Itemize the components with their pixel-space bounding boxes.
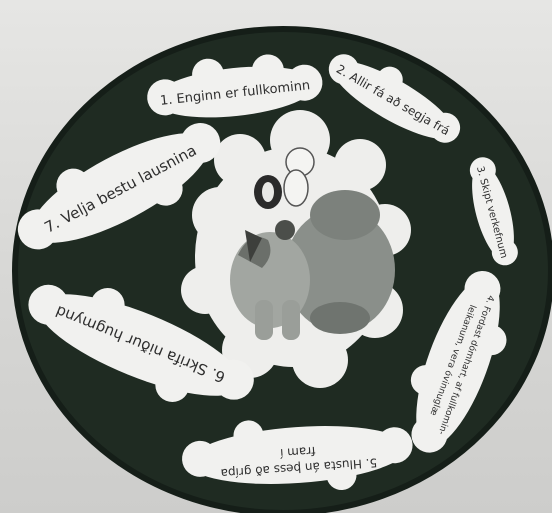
- step-5-label-line2: fram í: [279, 444, 316, 460]
